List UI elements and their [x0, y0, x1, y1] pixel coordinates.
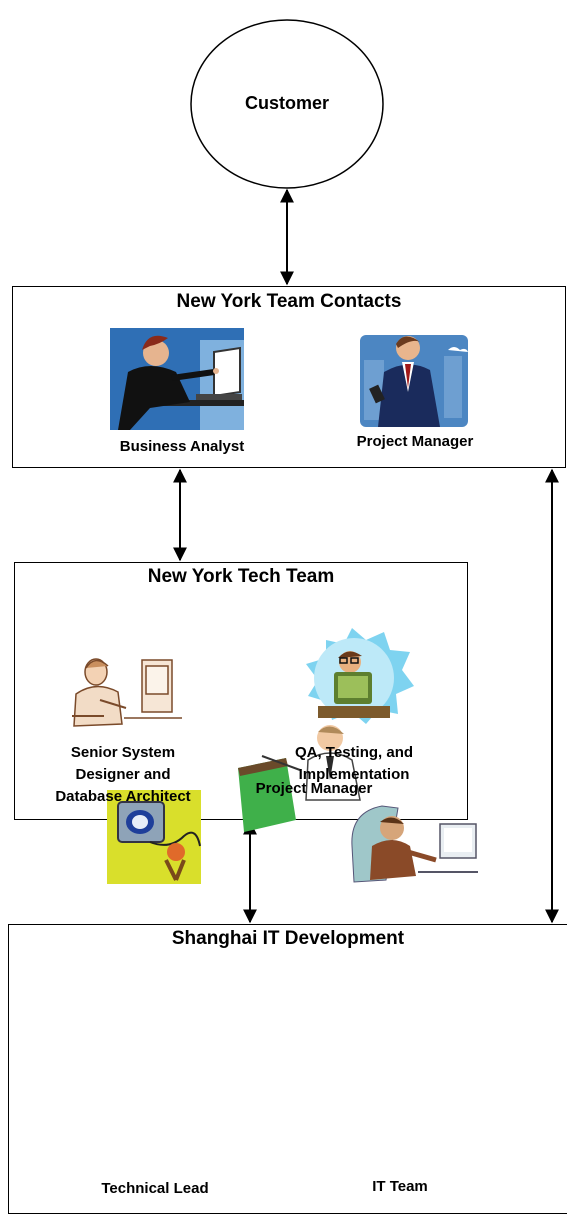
technical-lead-label: Technical Lead	[101, 1180, 209, 1197]
presenter-icon	[238, 725, 361, 832]
ny-tech-title: New York Tech Team	[147, 566, 335, 587]
it-team-worker-icon	[351, 805, 478, 883]
business-analyst-label: Business Analyst	[119, 438, 245, 455]
business-analyst-icon	[110, 328, 244, 430]
qa-testing-label: QA, Testing, and Implementation	[254, 742, 454, 786]
customer-label: Customer	[244, 93, 329, 113]
customer-node	[190, 19, 384, 189]
ny-contacts-box	[12, 286, 566, 468]
shanghai-title: Shanghai IT Development	[171, 928, 405, 949]
senior-designer-line-3: Database Architect	[55, 788, 191, 805]
it-team-label: IT Team	[372, 1178, 428, 1195]
senior-designer-icon	[72, 658, 182, 727]
shanghai-box	[8, 924, 567, 1214]
qa-tester-icon	[306, 628, 414, 724]
ny-project-manager-label: Project Manager	[356, 433, 474, 450]
ny-project-manager-icon	[360, 335, 468, 427]
senior-designer-label: Senior System Designer and Database Arch…	[18, 742, 228, 808]
technical-lead-icon	[107, 790, 201, 884]
qa-testing-line-2: Implementation	[298, 766, 410, 783]
qa-testing-line-1: QA, Testing, and	[294, 744, 414, 761]
shanghai-project-manager-label: Project Manager	[255, 780, 373, 797]
ny-contacts-title: New York Team Contacts	[176, 291, 402, 312]
senior-designer-line-1: Senior System	[70, 744, 176, 761]
senior-designer-line-2: Designer and	[75, 766, 171, 783]
